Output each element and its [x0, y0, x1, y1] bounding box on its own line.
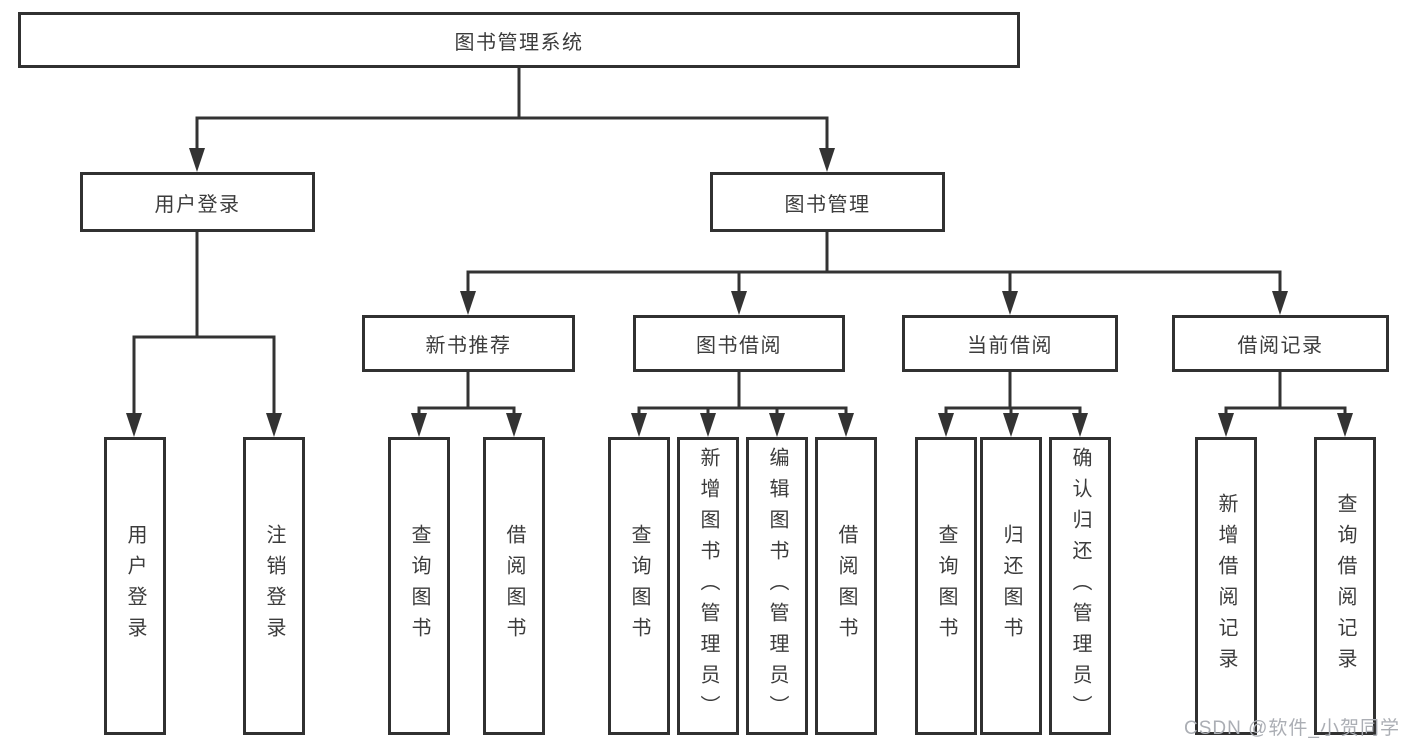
node-leaf-add-book-label: 新增图书（管理员）: [697, 446, 719, 726]
node-leaf-return-book-label: 归还图书: [1000, 524, 1022, 648]
connector-book-mgmt-split: [460, 230, 1288, 315]
node-user-login-label: 用户登录: [154, 193, 241, 216]
node-new-book-rec-label: 新书推荐: [425, 335, 512, 357]
node-leaf-query-book-1-label: 查询图书: [408, 524, 430, 648]
node-leaf-query-book-2-label: 查询图书: [628, 524, 650, 648]
node-book-borrow: 图书借阅: [633, 315, 845, 372]
node-leaf-borrow-book-2: 借阅图书: [815, 437, 877, 735]
node-book-mgmt: 图书管理: [710, 172, 945, 232]
node-leaf-borrow-book-2-label: 借阅图书: [835, 524, 857, 648]
node-leaf-query-book-1: 查询图书: [388, 437, 450, 735]
node-leaf-add-record-label: 新增借阅记录: [1215, 493, 1237, 679]
node-leaf-query-book-2: 查询图书: [608, 437, 670, 735]
node-root-label: 图书管理系统: [454, 31, 584, 54]
node-leaf-logout-label: 注销登录: [263, 524, 285, 648]
node-leaf-query-record-label: 查询借阅记录: [1334, 493, 1356, 679]
node-current-borrow: 当前借阅: [902, 315, 1118, 372]
connector-new-book-rec-split: [411, 370, 522, 437]
node-user-login: 用户登录: [80, 172, 315, 232]
node-leaf-borrow-book-1-label: 借阅图书: [503, 524, 525, 648]
node-leaf-add-record: 新增借阅记录: [1195, 437, 1257, 735]
node-leaf-borrow-book-1: 借阅图书: [483, 437, 545, 735]
node-book-borrow-label: 图书借阅: [696, 335, 782, 357]
connector-borrow-records-split: [1218, 370, 1353, 437]
node-leaf-user-login: 用户登录: [104, 437, 166, 735]
node-current-borrow-label: 当前借阅: [967, 335, 1053, 357]
node-leaf-query-book-3: 查询图书: [915, 437, 977, 735]
node-leaf-confirm-return-label: 确认归还（管理员）: [1069, 446, 1091, 726]
node-root: 图书管理系统: [18, 12, 1020, 68]
node-leaf-edit-book-label: 编辑图书（管理员）: [766, 446, 788, 726]
node-borrow-records-label: 借阅记录: [1237, 335, 1324, 357]
node-leaf-add-book: 新增图书（管理员）: [677, 437, 739, 735]
node-leaf-confirm-return: 确认归还（管理员）: [1049, 437, 1111, 735]
node-new-book-rec: 新书推荐: [362, 315, 575, 372]
connector-current-borrow-split: [938, 370, 1088, 437]
node-leaf-return-book: 归还图书: [980, 437, 1042, 735]
node-leaf-query-book-3-label: 查询图书: [935, 524, 957, 648]
node-leaf-query-record: 查询借阅记录: [1314, 437, 1376, 735]
connector-book-borrow-split: [631, 370, 854, 437]
connector-root-split: [189, 66, 835, 172]
node-leaf-user-login-label: 用户登录: [124, 524, 146, 648]
connector-user-login-split: [126, 230, 282, 437]
node-borrow-records: 借阅记录: [1172, 315, 1389, 372]
csdn-watermark: CSDN @软件_小贺同学: [1184, 718, 1400, 739]
node-leaf-edit-book: 编辑图书（管理员）: [746, 437, 808, 735]
node-book-mgmt-label: 图书管理: [784, 193, 871, 216]
node-leaf-logout: 注销登录: [243, 437, 305, 735]
